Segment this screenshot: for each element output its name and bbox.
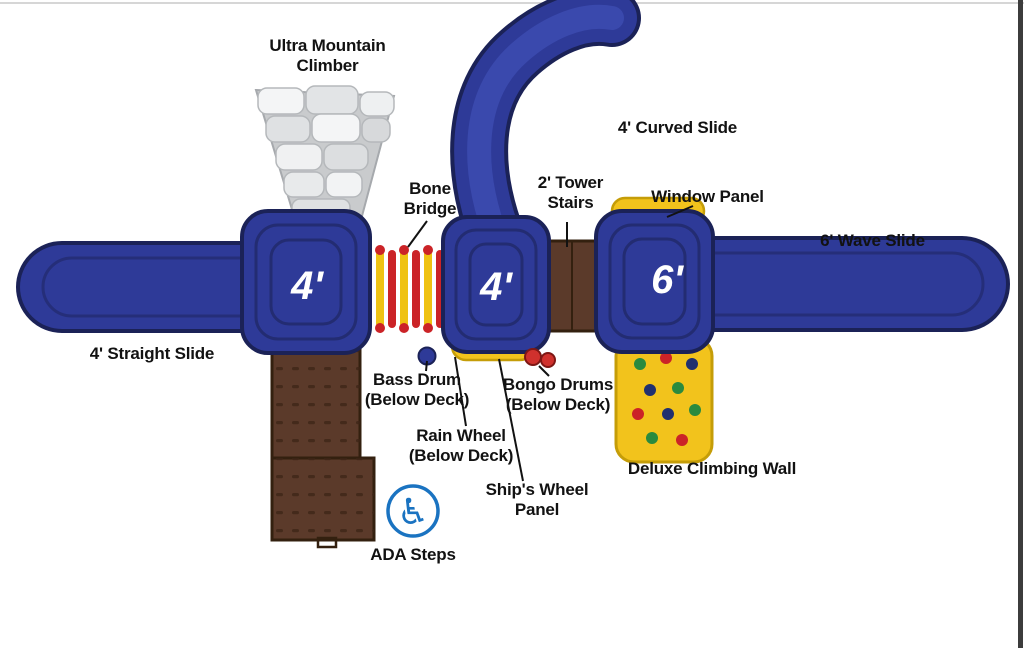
label-line: Rain Wheel <box>416 426 506 445</box>
deck-right-size: 6' <box>651 258 683 302</box>
deck-center-size: 4' <box>480 265 512 309</box>
rain-wheel-leader <box>454 356 467 427</box>
ships-wheel-leader <box>498 358 524 482</box>
deck-4ft-left <box>240 209 372 355</box>
label-straight-slide: 4' Straight Slide <box>89 344 215 363</box>
label-window-panel: Window Panel <box>651 187 764 206</box>
label-line: Stairs <box>547 193 594 212</box>
leader-lines <box>407 205 694 482</box>
mountain-climber-graphic <box>254 85 396 220</box>
bone-bridge-leader <box>407 220 428 248</box>
bone-bridge-graphic <box>360 245 449 333</box>
label-bone-bridge: Bone Bridge <box>385 179 475 219</box>
label-line: (Below Deck) <box>408 446 514 465</box>
label-line: Panel <box>514 500 560 519</box>
label-line: Bone <box>409 179 451 198</box>
straight-slide-graphic <box>16 241 272 333</box>
bongo-drums-graphic <box>524 348 556 368</box>
label-ultra-mountain-climber: Ultra Mountain Climber <box>235 36 420 76</box>
scan-edge-right <box>1018 0 1023 648</box>
bass-drum-leader <box>425 360 428 372</box>
deck-left-size: 4' <box>291 264 323 308</box>
wave-slide-graphic <box>698 236 1010 332</box>
label-line: (Below Deck) <box>364 390 470 409</box>
climbing-wall-graphic <box>614 336 714 464</box>
label-line: 2' Tower <box>537 173 604 192</box>
label-line: Bridge <box>403 199 457 218</box>
label-line: Bass Drum <box>373 370 461 389</box>
wheelchair-glyph: ♿ <box>397 492 429 533</box>
label-tower-stairs: 2' Tower Stairs <box>523 173 618 213</box>
label-line: (Below Deck) <box>505 395 611 414</box>
label-ships-wheel-panel: Ship's Wheel Panel <box>472 480 602 520</box>
ada-steps-graphic <box>270 344 376 549</box>
label-bass-drum: Bass Drum (Below Deck) <box>352 370 482 410</box>
window-panel-leader <box>666 205 694 218</box>
label-deluxe-climbing-wall: Deluxe Climbing Wall <box>627 459 797 478</box>
bongo-drums-leader <box>538 365 550 377</box>
label-wave-slide: 6' Wave Slide <box>820 231 925 250</box>
label-curved-slide: 4' Curved Slide <box>617 118 738 137</box>
deck-6ft-right <box>594 209 715 354</box>
label-line: Ultra Mountain <box>269 36 386 55</box>
label-line: Climber <box>296 56 359 75</box>
label-ada-steps: ADA Steps <box>370 545 456 564</box>
label-rain-wheel: Rain Wheel (Below Deck) <box>397 426 525 466</box>
curved-slide-graphic <box>450 0 641 271</box>
label-line: Ship's Wheel <box>485 480 589 499</box>
label-bongo-drums: Bongo Drums (Below Deck) <box>492 375 624 415</box>
tower-stairs-graphic <box>544 239 600 333</box>
label-line: Bongo Drums <box>502 375 614 394</box>
deck-4ft-center <box>441 215 551 354</box>
ada-wheelchair-icon: ♿ <box>386 484 440 538</box>
